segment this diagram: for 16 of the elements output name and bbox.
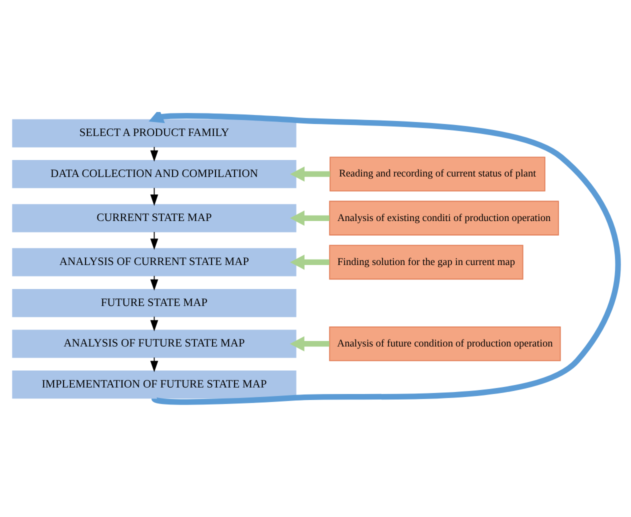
node-box: Analysis of future condition of production operation [329,326,561,361]
node-box: FUTURE STATE MAP [12,288,296,317]
node-box: Finding solution for the gap in current map [329,244,524,280]
node-box: DATA COLLECTION AND COMPILATION [12,160,296,188]
node-box: CURRENT STATE MAP [12,204,296,232]
arrow [148,112,621,404]
node-box: ANALYSIS OF CURRENT STATE MAP [12,248,296,276]
arrow [290,166,330,182]
arrow [290,336,330,351]
node-box: Analysis of existing conditi of production operation [329,200,559,235]
arrow [290,254,330,270]
node-box: Reading and recording of current status of plant [330,156,546,191]
arrow [290,210,330,226]
node-box: SELECT A PRODUCT FAMILY [12,118,296,147]
node-box: ANALYSIS OF FUTURE STATE MAP [12,329,296,358]
node-box: IMPLEMENTATION OF FUTURE STATE MAP [12,370,296,398]
